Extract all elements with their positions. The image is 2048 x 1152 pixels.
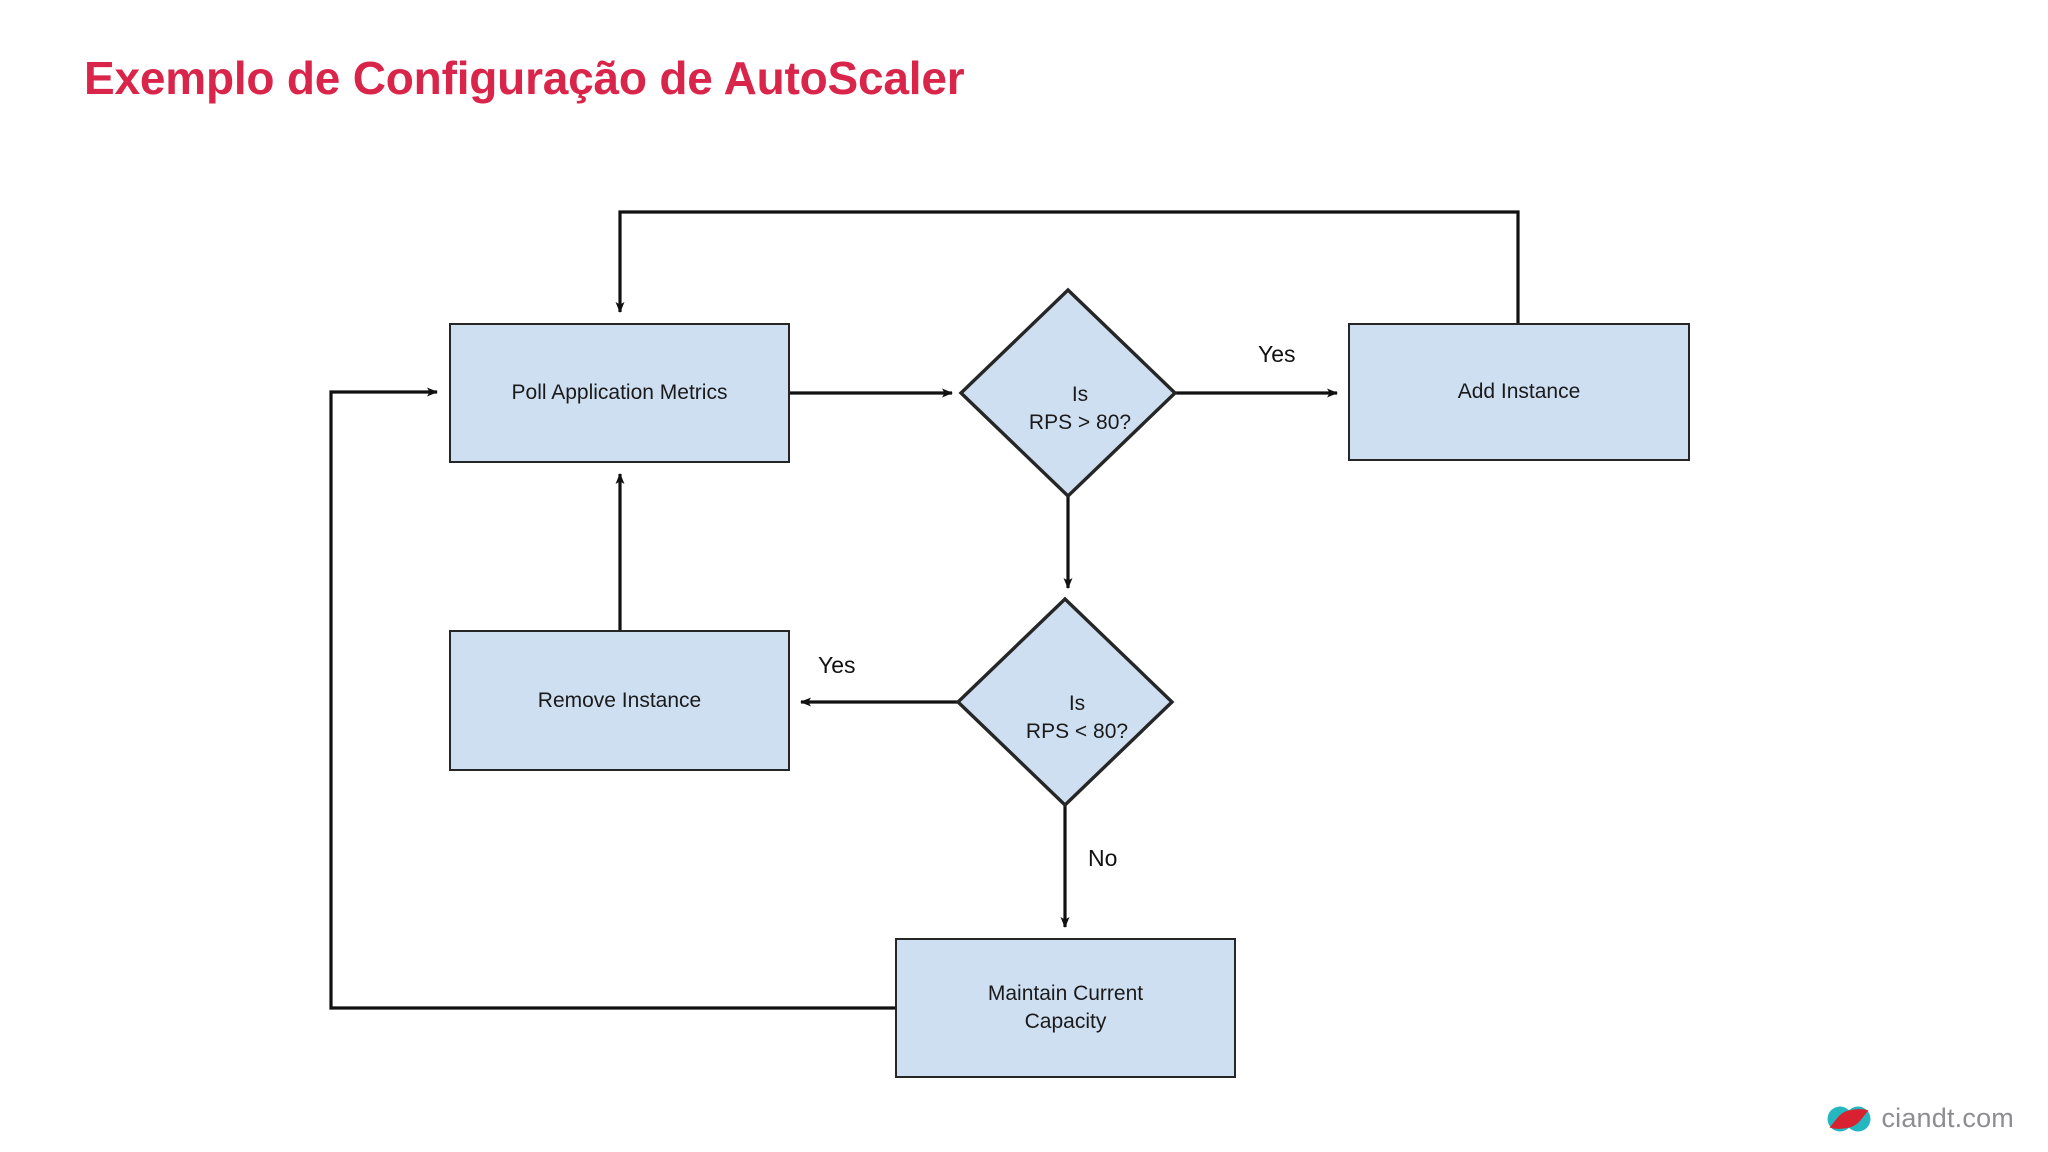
node-label-remove-instance: Remove Instance	[537, 688, 702, 712]
node-remove-instance[interactable]: Remove Instance	[449, 630, 790, 771]
node-label-maintain-line2: Capacity	[1024, 1010, 1107, 1033]
node-maintain-current-capacity[interactable]: Maintain Current Capacity	[895, 938, 1236, 1078]
edge-add-to-poll-loop	[615, 210, 1520, 323]
node-label-check-low: Is RPS < 80?	[1016, 690, 1138, 745]
edge-label-no-maintain-capacity: No	[1088, 845, 1118, 871]
ciandt-logo-mark	[1827, 1106, 1871, 1131]
brand-logo-text: ciandt.com	[1881, 1103, 2014, 1133]
node-label-check-high: Is RPS > 80?	[1019, 381, 1141, 436]
page-title: Exemplo de Configuração de AutoScaler	[84, 52, 965, 104]
node-label-maintain: Maintain Current Capacity	[978, 980, 1153, 1035]
node-label-poll: Poll Application Metrics	[511, 381, 728, 405]
decision-shape-check-high	[958, 287, 1178, 499]
node-label-maintain-line1: Maintain Current	[987, 982, 1144, 1006]
node-label-check-low-line1: Is	[1068, 692, 1086, 716]
node-add-instance[interactable]: Add Instance	[1348, 323, 1690, 461]
edge-label-yes-remove-instance: Yes	[818, 652, 856, 678]
edge-maintain-to-poll-loop	[329, 387, 895, 1010]
node-label-check-high-line1: Is	[1071, 383, 1089, 407]
decision-shape-check-low	[955, 596, 1175, 808]
node-label-check-high-line2: RPS > 80?	[1028, 411, 1132, 434]
node-poll-application-metrics[interactable]: Poll Application Metrics	[449, 323, 790, 463]
node-label-add-instance: Add Instance	[1457, 380, 1581, 404]
edge-label-yes-add-instance: Yes	[1258, 341, 1296, 367]
node-decision-rps-greater-80[interactable]: Is RPS > 80?	[961, 290, 1175, 496]
brand-logo[interactable]: ciandt.com	[1827, 1103, 2014, 1134]
node-decision-rps-less-80[interactable]: Is RPS < 80?	[958, 599, 1172, 805]
node-label-check-low-line2: RPS < 80?	[1025, 720, 1129, 743]
